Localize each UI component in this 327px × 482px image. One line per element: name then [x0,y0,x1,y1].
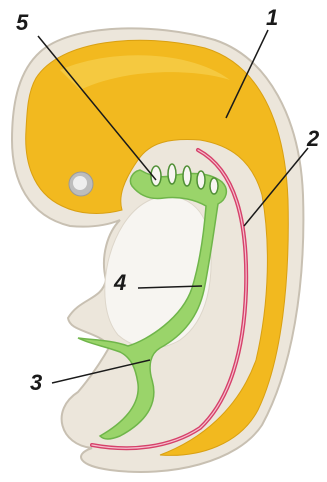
callout-number-1: 1 [266,5,278,30]
pharyngeal-pouch [183,166,191,186]
pharyngeal-pouch [210,178,218,194]
eye-lens [73,176,87,190]
callout-number-4: 4 [113,270,126,295]
pharyngeal-pouch [168,164,176,184]
callout-number-2: 2 [306,126,320,151]
pharyngeal-pouch [197,171,205,189]
callout-number-5: 5 [16,10,29,35]
callout-number-3: 3 [30,370,42,395]
